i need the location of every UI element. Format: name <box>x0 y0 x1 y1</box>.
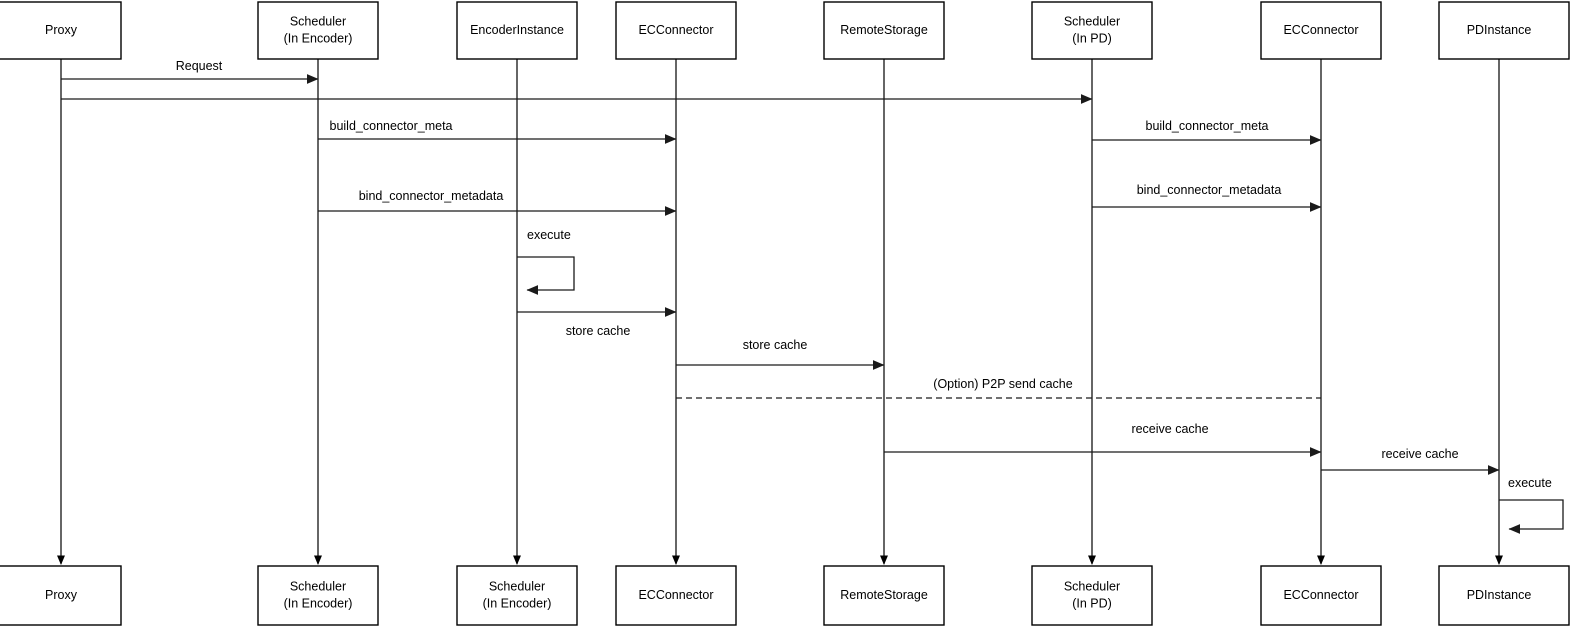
participant-label: EncoderInstance <box>470 23 564 37</box>
participant-box-bottom-ecconnector-right[interactable]: ECConnector <box>1260 565 1382 626</box>
participant-label: Proxy <box>45 23 78 37</box>
participant-label: RemoteStorage <box>840 23 928 37</box>
participant-box-top-scheduler-encoder[interactable]: Scheduler (In Encoder) <box>257 1 379 60</box>
message-build-connector-meta-left[interactable]: build_connector_meta <box>318 119 677 144</box>
participant-box-top-scheduler-pd[interactable]: Scheduler (In PD) <box>1031 1 1153 60</box>
message-bind-connector-metadata-left[interactable]: bind_connector_metadata <box>318 189 677 216</box>
message-store-cache-remote[interactable]: store cache <box>676 338 885 370</box>
participant-label: Scheduler <box>1064 14 1120 28</box>
participant-box-bottom-proxy[interactable]: Proxy <box>0 565 122 626</box>
self-call-arrow <box>1499 499 1564 534</box>
self-calls-layer: execute execute <box>517 228 1564 534</box>
participant-label: ECConnector <box>638 23 713 37</box>
participant-box-bottom-ecconnector-left[interactable]: ECConnector <box>615 565 737 626</box>
participant-label: RemoteStorage <box>840 588 928 602</box>
participant-box-top-ecconnector-right[interactable]: ECConnector <box>1260 1 1382 60</box>
message-build-connector-meta-right[interactable]: build_connector_meta <box>1092 119 1322 145</box>
lifelines-layer <box>56 59 1504 565</box>
participant-box-bottom-scheduler-encoder[interactable]: Scheduler (In Encoder) <box>257 565 379 626</box>
message-label: bind_connector_metadata <box>1137 183 1282 197</box>
participant-box-top-proxy[interactable]: Proxy <box>0 1 122 60</box>
participant-label: Scheduler <box>290 579 346 593</box>
message-label: bind_connector_metadata <box>359 189 504 203</box>
self-call-execute-encoder[interactable]: execute <box>517 228 575 295</box>
participant-box-bottom-pd-instance[interactable]: PDInstance <box>1438 565 1570 626</box>
participant-box-top-remote-storage[interactable]: RemoteStorage <box>823 1 945 60</box>
participant-label: ECConnector <box>638 588 713 602</box>
self-call-label: execute <box>527 228 571 242</box>
messages-layer: Request build_connector_meta build_connect… <box>61 59 1500 475</box>
participant-box-top-ecconnector-left[interactable]: ECConnector <box>615 1 737 60</box>
participant-label: (In Encoder) <box>483 596 552 610</box>
participant-label: Scheduler <box>1064 579 1120 593</box>
participant-label: (In Encoder) <box>284 596 353 610</box>
message-label: store cache <box>566 324 631 338</box>
message-label: (Option) P2P send cache <box>933 377 1072 391</box>
participant-box-top-pd-instance[interactable]: PDInstance <box>1438 1 1570 60</box>
message-request[interactable]: Request <box>61 59 319 84</box>
participant-box-bottom-remote-storage[interactable]: RemoteStorage <box>823 565 945 626</box>
message-label: build_connector_meta <box>330 119 453 133</box>
self-call-label: execute <box>1508 476 1552 490</box>
participant-label: PDInstance <box>1467 23 1532 37</box>
message-receive-cache-storage[interactable]: receive cache <box>884 422 1322 457</box>
participant-box-bottom-scheduler-pd[interactable]: Scheduler (In PD) <box>1031 565 1153 626</box>
message-receive-cache-pd[interactable]: receive cache <box>1321 447 1500 475</box>
participant-label: (In PD) <box>1072 596 1112 610</box>
participant-box-bottom-encoder-instance[interactable]: Scheduler (In Encoder) <box>456 565 578 626</box>
self-call-arrow <box>517 256 575 295</box>
participant-label: Scheduler <box>489 579 545 593</box>
message-label: Request <box>176 59 223 73</box>
self-call-execute-pd[interactable]: execute <box>1499 476 1564 534</box>
participant-label: Scheduler <box>290 14 346 28</box>
participant-label: Proxy <box>45 588 78 602</box>
participant-label: (In PD) <box>1072 31 1112 45</box>
message-label: receive cache <box>1381 447 1458 461</box>
message-label: receive cache <box>1131 422 1208 436</box>
participant-label: PDInstance <box>1467 588 1532 602</box>
message-label: store cache <box>743 338 808 352</box>
participant-label: ECConnector <box>1283 23 1358 37</box>
message-label: build_connector_meta <box>1146 119 1269 133</box>
participant-label: ECConnector <box>1283 588 1358 602</box>
message-store-cache-local[interactable]: store cache <box>517 307 677 338</box>
participant-label: (In Encoder) <box>284 31 353 45</box>
message-bind-connector-metadata-right[interactable]: bind_connector_metadata <box>1092 183 1322 212</box>
message-p2p-send-cache[interactable]: (Option) P2P send cache <box>676 377 1321 399</box>
participant-box-top-encoder-instance[interactable]: EncoderInstance <box>456 1 578 60</box>
